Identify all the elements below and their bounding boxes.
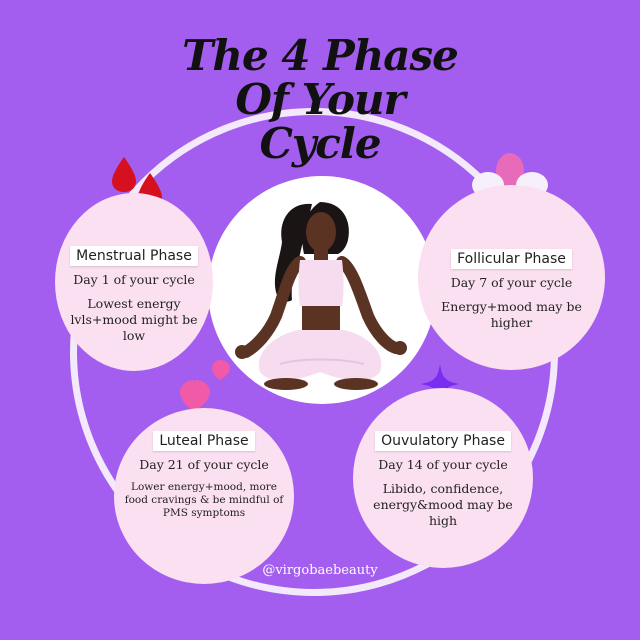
phase-day: Day 7 of your cycle [450, 275, 573, 290]
phase-description: Energy+mood may be higher [441, 299, 582, 330]
phase-label: Follicular Phase [451, 249, 572, 269]
phase-luteal: Luteal Phase Day 21 of your cycle Lower … [114, 408, 294, 584]
phase-description: Lower energy+mood, more food cravings & … [124, 481, 284, 519]
hearts-icon [180, 360, 230, 412]
title-line-2: Of Your [235, 75, 405, 124]
phase-label: Ouvulatory Phase [375, 431, 511, 451]
title-line-1: The 4 Phase [182, 31, 459, 80]
phase-day: Day 14 of your cycle [378, 457, 508, 472]
phase-description: Libido, confidence, energy&mood may be h… [373, 481, 513, 528]
yoga-woman-illustration [235, 202, 407, 390]
phase-menstrual: Menstrual Phase Day 1 of your cycle Lowe… [55, 193, 213, 371]
phase-label: Luteal Phase [153, 431, 255, 451]
phase-day: Day 21 of your cycle [139, 457, 269, 472]
phase-ovulatory: Ouvulatory Phase Day 14 of your cycle Li… [353, 388, 533, 568]
phase-description: Lowest energy lvls+mood might be low [70, 296, 198, 343]
title-line-3: Cycle [259, 119, 381, 168]
phase-label: Menstrual Phase [70, 246, 198, 266]
phase-day: Day 1 of your cycle [73, 272, 195, 287]
page-title: The 4 Phase Of Your Cycle [0, 34, 640, 166]
author-handle: @virgobaebeauty [262, 563, 378, 578]
phase-follicular: Follicular Phase Day 7 of your cycle Ene… [418, 185, 605, 370]
